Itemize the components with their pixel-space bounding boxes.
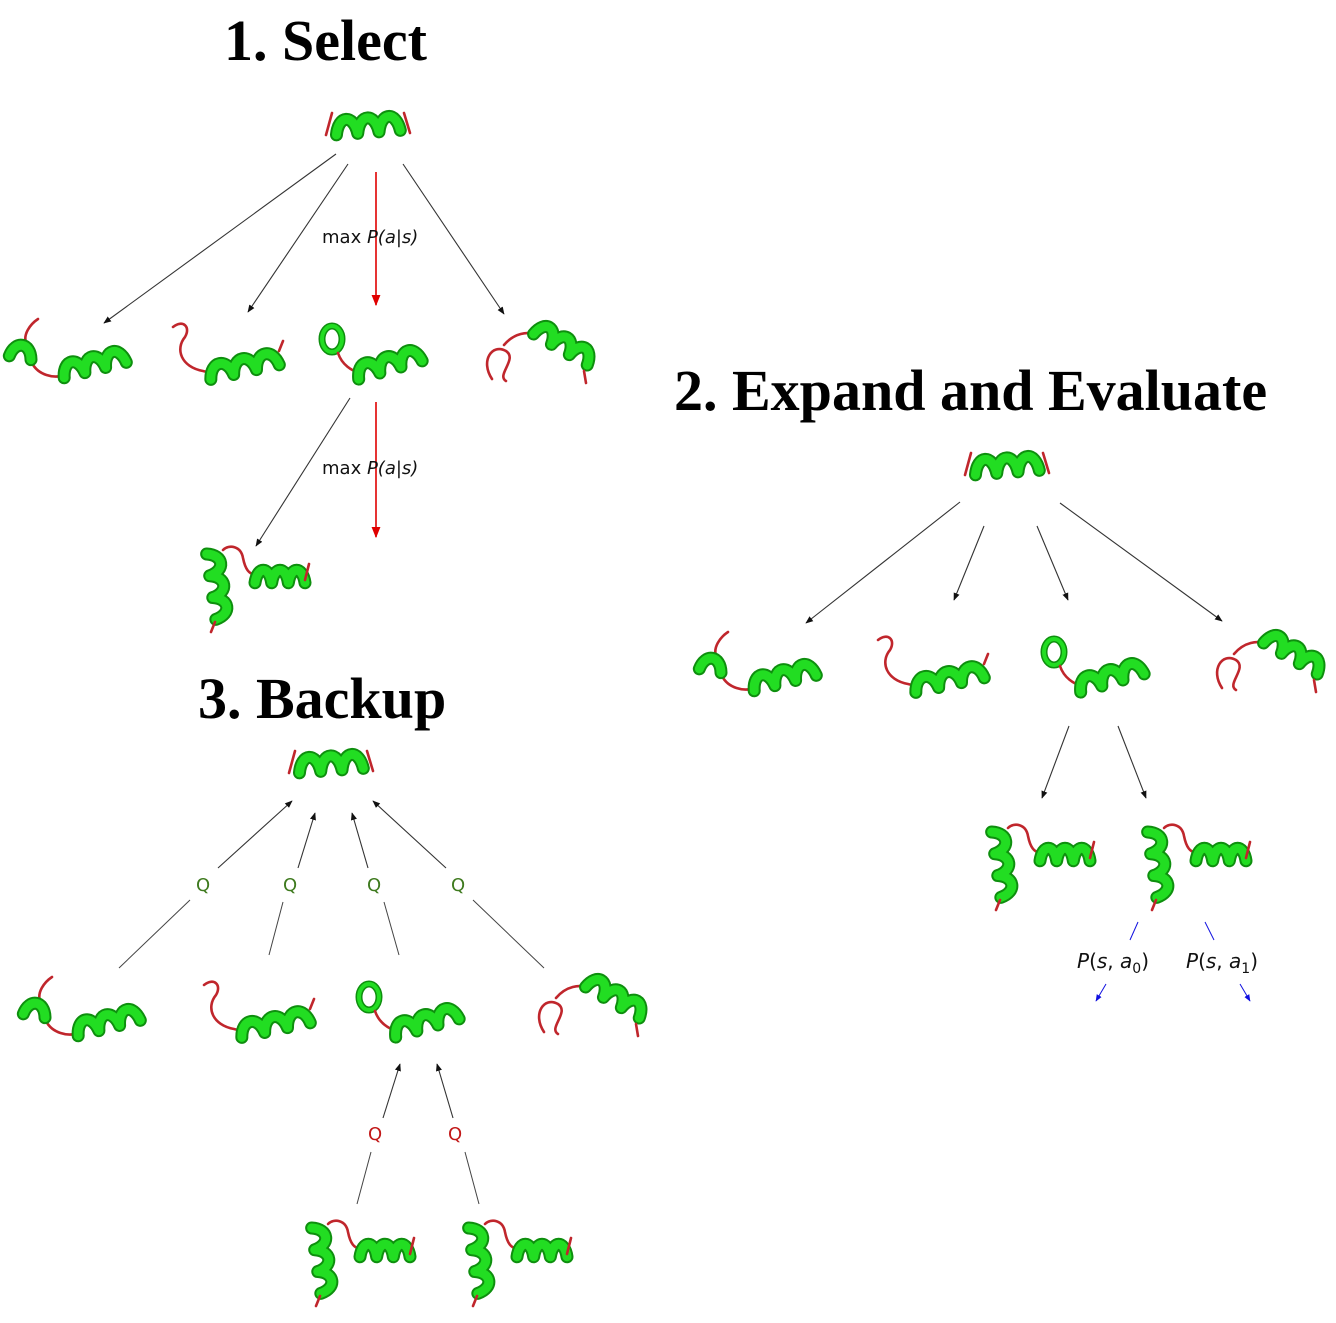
title-expand-evaluate: 2. Expand and Evaluate	[674, 358, 1268, 423]
expand-child-3-protein-icon	[1040, 635, 1151, 699]
expand-child-4-protein-icon	[1215, 629, 1326, 694]
expand-edge-root-child-3	[1036, 525, 1069, 601]
backup-child-1-protein-icon	[16, 975, 147, 1043]
select-edge-label-2: max P(a|s)	[322, 458, 418, 479]
expand-edge-child3-grandchild-2	[1117, 725, 1147, 799]
backup-q-label-6: Q	[448, 1124, 462, 1145]
backup-edge-gc1-q	[356, 1151, 372, 1205]
backup-q-label-3: Q	[367, 875, 381, 896]
backup-child-4-protein-icon	[537, 973, 648, 1038]
expand-edge-prob-a0-top	[1129, 921, 1139, 941]
select-child-3-protein-icon	[318, 322, 429, 386]
backup-q-label-4: Q	[451, 875, 465, 896]
backup-edge-q2-root	[297, 812, 316, 869]
backup-edge-gc2-q	[464, 1151, 480, 1205]
select-root-protein-icon	[324, 110, 412, 142]
backup-grandchild-1-protein-icon	[305, 1219, 417, 1308]
expand-child-2-protein-icon	[876, 635, 991, 699]
backup-q-label-1: Q	[196, 875, 210, 896]
backup-edge-q5-child3	[382, 1063, 401, 1119]
expand-prob-label-a1: P(s, a1)	[1186, 949, 1258, 977]
expand-edge-prob-a0-arrow	[1095, 983, 1107, 1002]
backup-child-3-protein-icon	[355, 980, 466, 1044]
title-select: 1. Select	[224, 8, 427, 73]
expand-edge-root-child-1	[805, 501, 961, 624]
backup-edge-q4-root	[372, 800, 447, 869]
select-child-2-protein-icon	[171, 322, 286, 386]
expand-edge-root-child-4	[1059, 502, 1223, 622]
backup-root-protein-icon	[287, 748, 375, 780]
expand-edge-prob-a1-arrow	[1239, 983, 1251, 1002]
select-grandchild-protein-icon	[200, 545, 312, 634]
select-edge-root-child-4	[402, 163, 505, 315]
select-edge-root-child-1	[103, 153, 337, 324]
backup-edge-child3-q	[383, 901, 400, 956]
select-edge-label-1: max P(a|s)	[322, 227, 418, 248]
backup-edge-child2-q	[268, 901, 284, 956]
backup-q-label-5: Q	[368, 1124, 382, 1145]
backup-q-label-2: Q	[283, 875, 297, 896]
expand-edge-root-child-2	[953, 525, 985, 601]
expand-edge-child3-grandchild-1	[1041, 725, 1070, 799]
select-edge-child3-grandchild	[255, 397, 351, 547]
backup-edge-child4-q	[472, 899, 545, 969]
backup-grandchild-2-protein-icon	[462, 1219, 574, 1308]
expand-grandchild-2-protein-icon	[1141, 823, 1253, 912]
expand-edge-prob-a1-top	[1204, 921, 1215, 941]
expand-prob-label-a0: P(s, a0)	[1077, 949, 1149, 977]
backup-edge-child1-q	[118, 899, 191, 969]
backup-edge-q3-root	[350, 812, 369, 869]
backup-edge-q1-root	[217, 800, 293, 869]
title-backup: 3. Backup	[198, 666, 447, 731]
select-edge-root-child-2	[247, 163, 349, 313]
expand-root-protein-icon	[963, 450, 1051, 482]
expand-child-1-protein-icon	[692, 630, 823, 698]
backup-edge-q6-child3	[436, 1063, 454, 1119]
backup-child-2-protein-icon	[202, 980, 317, 1044]
select-child-4-protein-icon	[485, 320, 596, 385]
expand-grandchild-1-protein-icon	[985, 823, 1097, 912]
select-child-1-protein-icon	[2, 317, 133, 385]
